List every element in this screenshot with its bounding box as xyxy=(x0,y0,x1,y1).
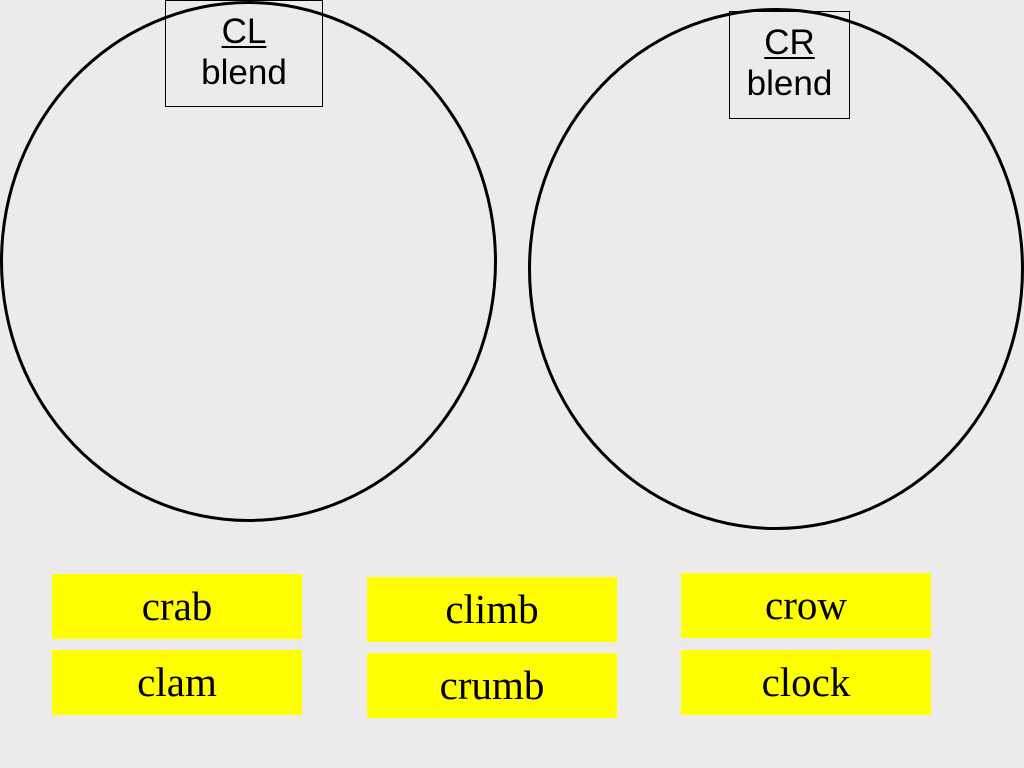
cr-abbr: CR xyxy=(764,23,815,62)
cl-word: blend xyxy=(201,53,287,92)
word-card-clock[interactable]: clock xyxy=(681,650,931,715)
word-card-climb[interactable]: climb xyxy=(367,577,617,642)
word-card-crab[interactable]: crab xyxy=(52,574,302,639)
word-card-crow[interactable]: crow xyxy=(681,573,931,638)
word-card-crumb[interactable]: crumb xyxy=(367,653,617,718)
word-card-clam[interactable]: clam xyxy=(52,650,302,715)
cl-blend-label: CL blend xyxy=(165,0,323,107)
cr-word: blend xyxy=(746,64,833,103)
cl-blend-circle[interactable] xyxy=(0,1,497,522)
cl-abbr: CL xyxy=(221,12,267,51)
cr-blend-circle[interactable] xyxy=(528,8,1024,530)
cr-blend-label: CR blend xyxy=(729,11,850,119)
